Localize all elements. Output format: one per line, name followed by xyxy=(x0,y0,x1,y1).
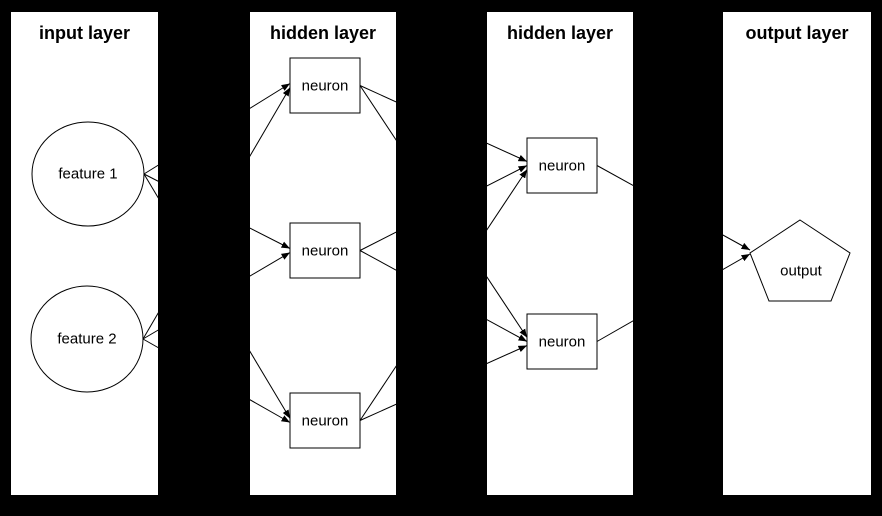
edge-h1-neuron-3-h2-neuron-2 xyxy=(359,345,528,421)
node-h2-neuron-1 xyxy=(526,137,598,194)
edge-h1-neuron-3-h2-neuron-1 xyxy=(359,169,528,421)
panel-input-layer: input layer xyxy=(11,12,158,495)
edge-feature-1-h1-neuron-2 xyxy=(143,173,291,249)
node-h1-neuron-2 xyxy=(289,222,361,279)
edge-feature-1-h1-neuron-3 xyxy=(143,173,291,419)
edge-h1-neuron-1-h2-neuron-2 xyxy=(359,85,528,338)
edge-h2-neuron-1-output xyxy=(596,165,751,251)
panel-hidden-layer-2: hidden layer xyxy=(487,12,633,495)
node-feature-1 xyxy=(31,121,145,227)
layer-title-input: input layer xyxy=(38,23,131,43)
layer-title-hidden-2: hidden layer xyxy=(506,23,614,43)
edge-h2-neuron-2-output xyxy=(596,253,751,342)
edge-feature-2-h1-neuron-1 xyxy=(142,87,291,340)
node-output xyxy=(749,219,851,302)
edge-h1-neuron-2-h2-neuron-2 xyxy=(359,250,528,342)
layer-title-hidden-1: hidden layer xyxy=(269,23,377,43)
edge-feature-1-h1-neuron-1 xyxy=(143,83,291,175)
edge-feature-2-h1-neuron-3 xyxy=(142,338,291,423)
node-feature-2 xyxy=(30,285,144,393)
edge-feature-2-h1-neuron-2 xyxy=(142,252,291,340)
edge-h1-neuron-2-h2-neuron-1 xyxy=(359,165,528,251)
node-h1-neuron-3 xyxy=(289,392,361,449)
node-h1-neuron-1 xyxy=(289,57,361,114)
layer-title-output: output layer xyxy=(745,23,849,43)
edge-h1-neuron-1-h2-neuron-1 xyxy=(359,85,528,162)
node-h2-neuron-2 xyxy=(526,313,598,370)
